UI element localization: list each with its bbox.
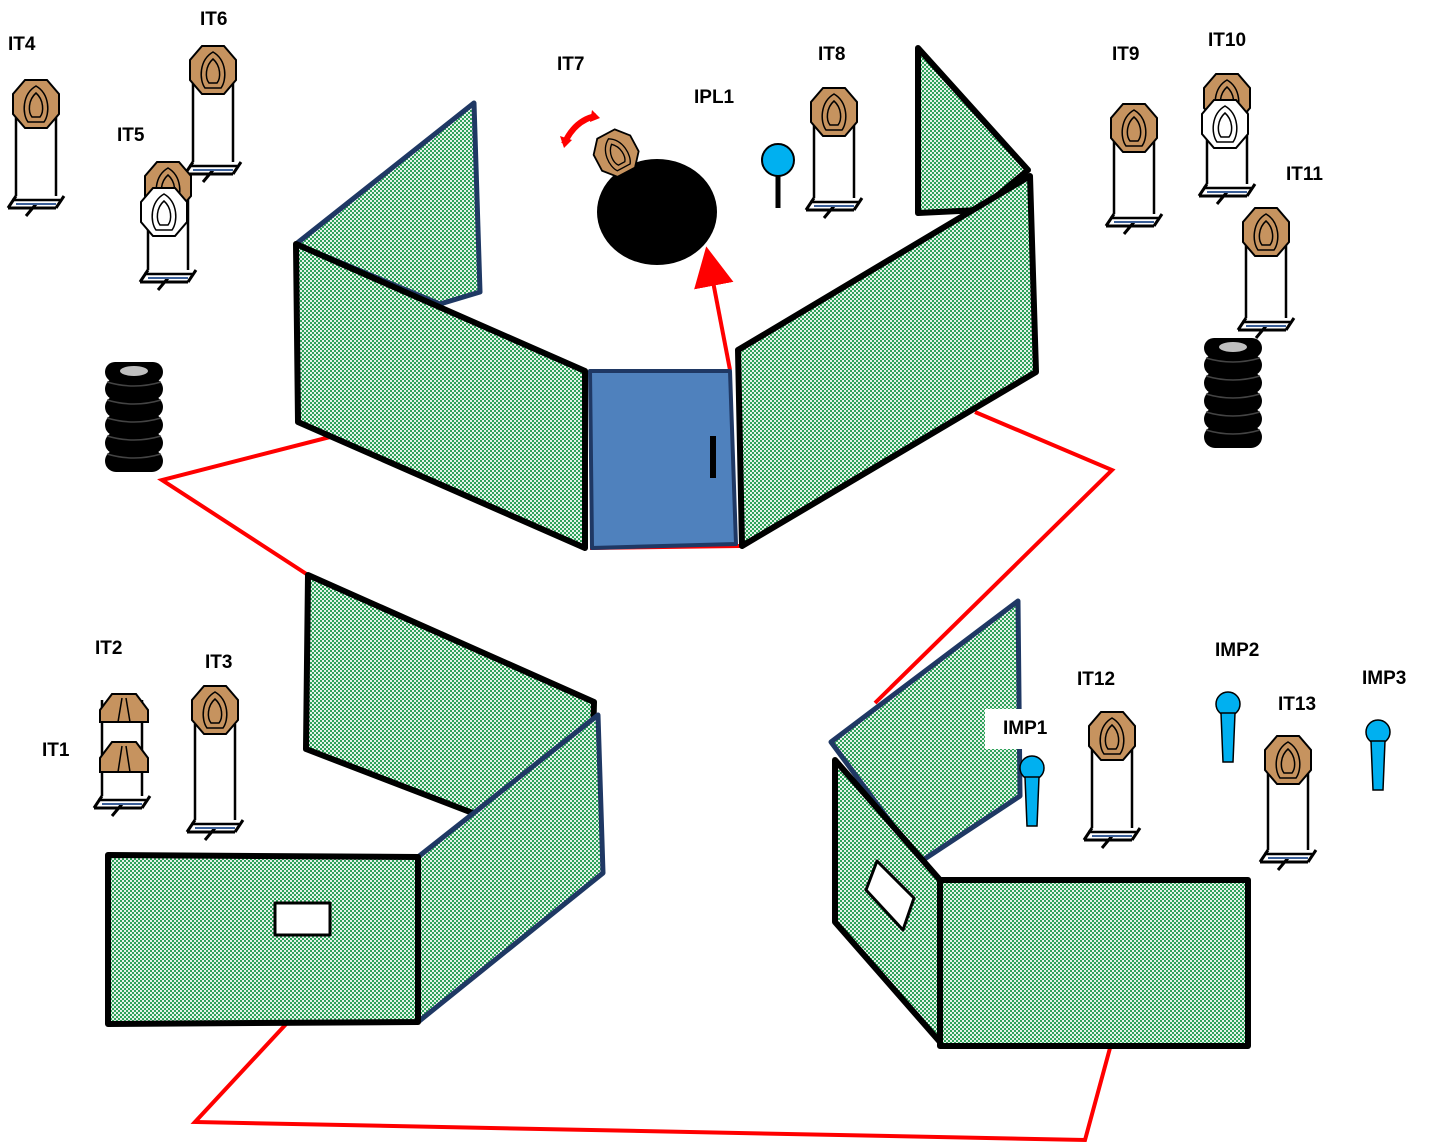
- paper-target-it4: [6, 79, 66, 218]
- label-it8: IT8: [818, 44, 845, 65]
- paper-target-it1-it2: [92, 693, 152, 818]
- fault-line-top: [157, 435, 331, 577]
- label-it9: IT9: [1112, 44, 1139, 65]
- label-it7: IT7: [557, 54, 584, 75]
- paper-target-it5: [138, 161, 198, 292]
- label-it12: IT12: [1077, 669, 1115, 690]
- wall-top-right-front: [735, 173, 1039, 549]
- paper-target-it12: [1082, 711, 1142, 850]
- popper-imp3: [1365, 719, 1391, 791]
- swinger-disc: [597, 159, 717, 265]
- bottom-right-structure: [828, 598, 1251, 1049]
- wall-top-left-front: [293, 241, 588, 551]
- label-imp1: IMP1: [1003, 718, 1048, 739]
- label-it11: IT11: [1286, 164, 1323, 185]
- paper-target-it11: [1236, 207, 1296, 340]
- label-it2: IT2: [95, 638, 122, 659]
- label-it6: IT6: [200, 9, 227, 30]
- label-it13: IT13: [1278, 694, 1316, 715]
- window-br: [864, 859, 916, 932]
- no-shoot-target-icon: [140, 187, 188, 237]
- fault-line-bottom: [190, 1020, 1112, 1143]
- wall-br-front: [937, 877, 1251, 1049]
- wall-bl-front: [105, 852, 421, 1027]
- popper-imp2: [1215, 691, 1241, 763]
- paper-target-it1: [99, 741, 149, 773]
- no-shoot-target-icon: [1201, 99, 1249, 149]
- popper-imp1: [1019, 755, 1045, 827]
- label-imp3: IMP3: [1362, 668, 1406, 689]
- paper-target-it13: [1258, 735, 1318, 872]
- door: [588, 369, 738, 550]
- label-imp2: IMP2: [1215, 640, 1259, 661]
- paper-target-it3: [185, 685, 245, 842]
- paper-target-it10: [1197, 73, 1257, 206]
- label-ipl1: IPL1: [694, 87, 735, 108]
- paper-target-it2: [99, 693, 149, 723]
- fault-line-right: [873, 410, 1116, 705]
- label-it4: IT4: [8, 34, 36, 55]
- paper-target-it9: [1104, 103, 1164, 236]
- label-it1: IT1: [42, 740, 70, 761]
- label-it5: IT5: [117, 125, 145, 146]
- bottom-left-structure: [105, 572, 606, 1027]
- label-it10: IT10: [1208, 30, 1246, 51]
- barrel-stack-right: [1203, 337, 1263, 449]
- paper-target-it6: [183, 45, 243, 184]
- entry-arrow: [694, 246, 734, 371]
- steel-plate-ipl1: [761, 143, 795, 208]
- top-structure: [293, 45, 1039, 551]
- barrel-stack-left: [104, 361, 164, 473]
- label-it3: IT3: [205, 652, 232, 673]
- window-bl: [273, 901, 332, 937]
- paper-target-it8: [804, 87, 864, 220]
